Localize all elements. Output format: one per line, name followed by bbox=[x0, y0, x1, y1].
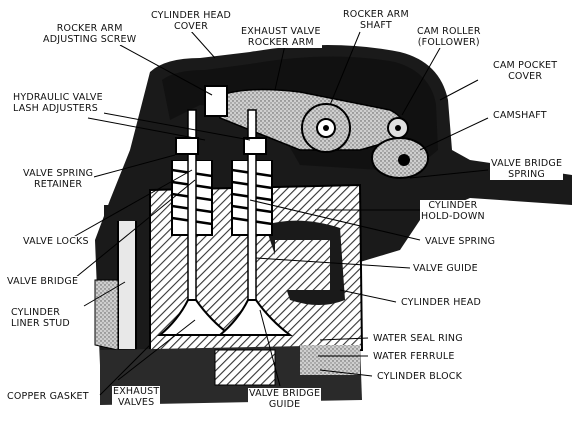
label-cam-roller: CAM ROLLER (FOLLOWER) bbox=[416, 26, 482, 48]
label-cylinder-hold-down: CYLINDER HOLD-DOWN bbox=[420, 200, 486, 222]
label-water-seal-ring: WATER SEAL RING bbox=[372, 333, 464, 344]
label-valve-bridge: VALVE BRIDGE bbox=[6, 276, 80, 287]
label-cam-pocket-cover: CAM POCKET COVER bbox=[492, 60, 559, 82]
exhaust-valve-rocker-arm-shape bbox=[214, 88, 409, 153]
label-valve-spring: VALVE SPRING bbox=[424, 236, 497, 247]
label-copper-gasket: COPPER GASKET bbox=[6, 391, 90, 402]
label-cylinder-head-cover: CYLINDER HEAD COVER bbox=[150, 10, 232, 32]
label-rocker-arm-adjusting-screw: ROCKER ARM ADJUSTING SCREW bbox=[42, 23, 138, 45]
label-hydraulic-valve-lash-adjusters: HYDRAULIC VALVE LASH ADJUSTERS bbox=[12, 92, 104, 114]
label-water-ferrule: WATER FERRULE bbox=[372, 351, 456, 362]
label-exhaust-valve-rocker-arm: EXHAUST VALVE ROCKER ARM bbox=[240, 26, 322, 48]
label-valve-guide: VALVE GUIDE bbox=[412, 263, 479, 274]
lash-adjusters-shape bbox=[175, 85, 267, 155]
exhaust-valves-shape bbox=[157, 109, 293, 336]
label-exhaust-valves: EXHAUST VALVES bbox=[112, 386, 161, 408]
label-camshaft: CAMSHAFT bbox=[492, 110, 548, 121]
label-valve-locks: VALVE LOCKS bbox=[22, 236, 90, 247]
label-valve-spring-retainer: VALVE SPRING RETAINER bbox=[22, 168, 95, 190]
label-cylinder-liner-stud: CYLINDER LINER STUD bbox=[10, 307, 71, 329]
label-valve-bridge-spring: VALVE BRIDGE SPRING bbox=[490, 158, 564, 180]
label-cylinder-block: CYLINDER BLOCK bbox=[376, 371, 464, 382]
leader-lines bbox=[67, 29, 489, 396]
camshaft-shape bbox=[371, 137, 429, 179]
label-rocker-arm-shaft: ROCKER ARM SHAFT bbox=[342, 9, 410, 31]
label-valve-bridge-guide: VALVE BRIDGE GUIDE bbox=[248, 388, 322, 410]
label-cylinder-head: CYLINDER HEAD bbox=[400, 297, 482, 308]
